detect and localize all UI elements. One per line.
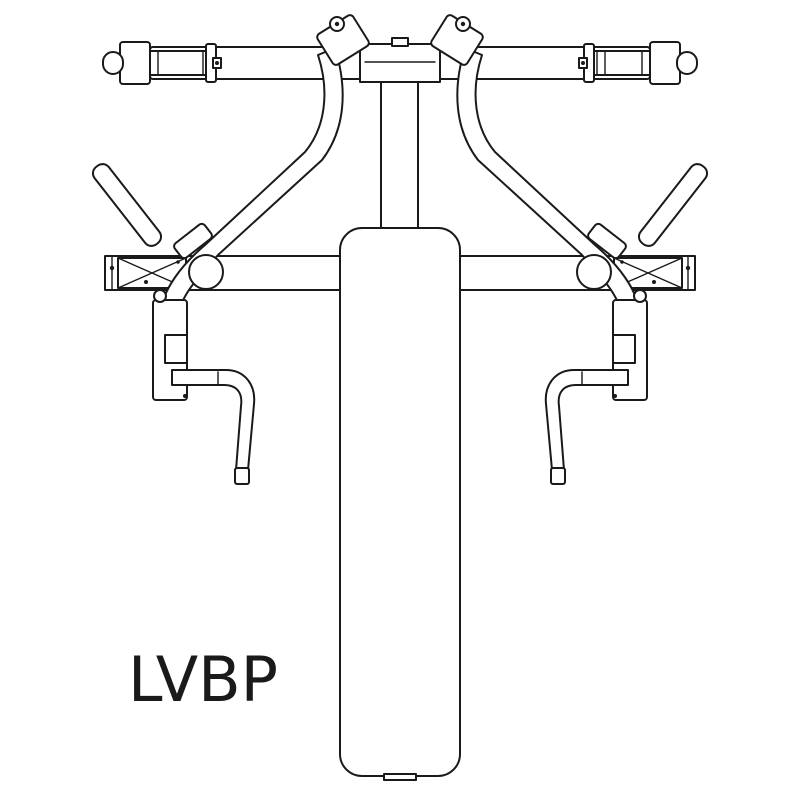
top-pivot-block — [359, 37, 441, 83]
top-left-weight-horn — [102, 41, 222, 85]
top-right-weight-horn — [578, 41, 698, 85]
right-press-arm — [430, 14, 709, 485]
model-code-label: LVBP — [128, 643, 279, 716]
bench-pad — [339, 227, 461, 781]
left-press-arm — [91, 14, 370, 485]
